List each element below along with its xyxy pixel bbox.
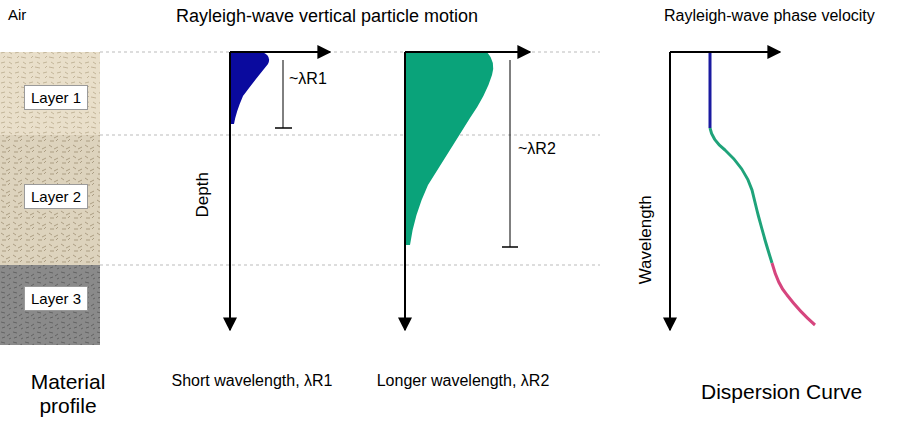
layer-label: Layer 1 bbox=[31, 89, 81, 106]
air-label: Air bbox=[8, 6, 26, 23]
wavelength-marker: ~λR1 bbox=[289, 70, 327, 88]
axis-label: Depth bbox=[193, 172, 213, 217]
wavelength-marker: ~λR2 bbox=[518, 140, 556, 158]
layer-label-box: Layer 2 bbox=[24, 184, 88, 209]
axis-label: Wavelength bbox=[636, 195, 656, 284]
layer-label-box: Layer 1 bbox=[24, 85, 88, 110]
layer-label-box: Layer 3 bbox=[24, 286, 88, 311]
panel-caption: Dispersion Curve bbox=[701, 380, 862, 404]
layer-label: Layer 2 bbox=[31, 188, 81, 205]
layer-label: Layer 3 bbox=[31, 290, 81, 307]
panel-caption: Short wavelength, λR1 bbox=[167, 372, 337, 390]
panel-caption: Material profile bbox=[3, 370, 133, 418]
panel-caption: Longer wavelength, λR2 bbox=[373, 372, 553, 390]
plot-title: Rayleigh-wave vertical particle motion bbox=[176, 6, 478, 27]
plot-title: Rayleigh-wave phase velocity bbox=[664, 7, 875, 25]
